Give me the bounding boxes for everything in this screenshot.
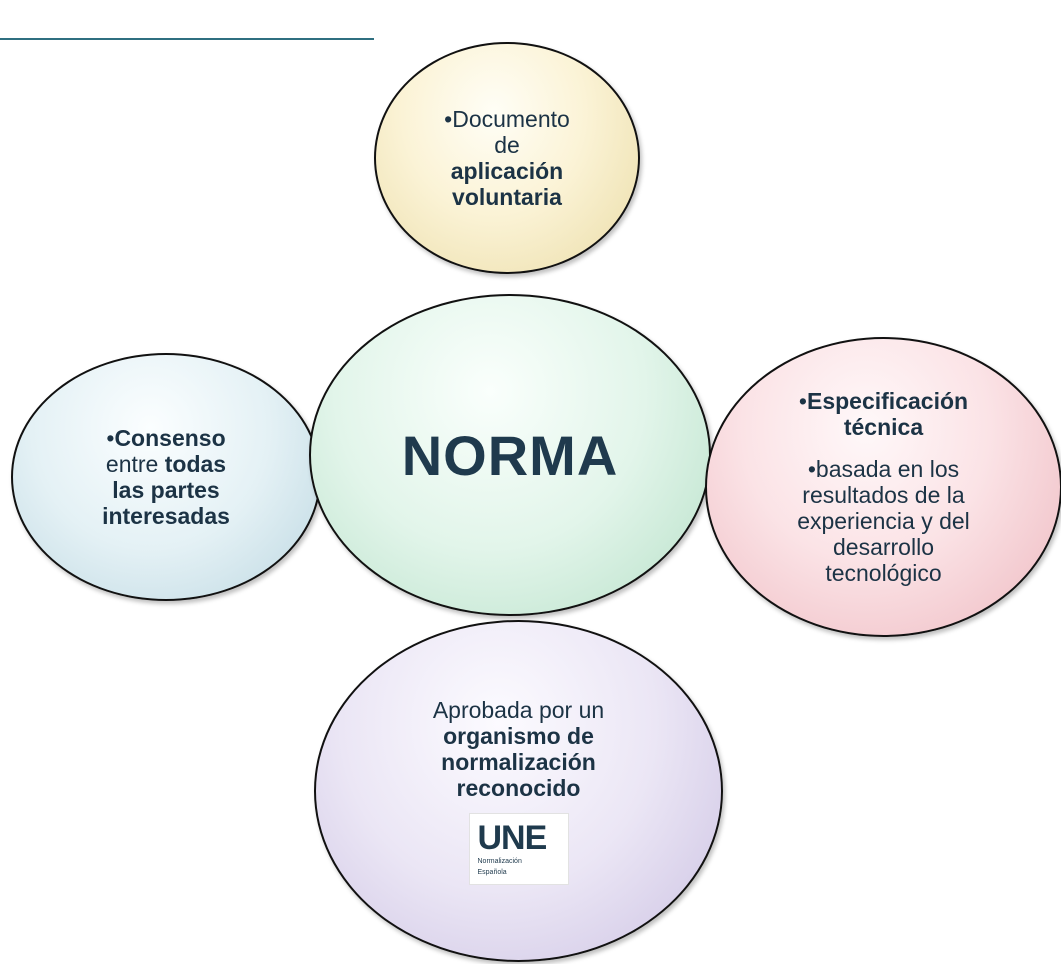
right-heading-1-line: •Especificación	[799, 388, 968, 414]
bottom-bold-1: organismo de	[443, 723, 594, 749]
bubble-approved-by: Aprobada por un organismo de normalizaci…	[314, 620, 723, 962]
left-bold-3: las partes	[112, 477, 220, 503]
left-plain-1: entre	[105, 451, 165, 477]
left-bold-4: interesadas	[102, 503, 230, 529]
bubble-norma: NORMA	[309, 294, 711, 616]
left-bullet: •	[106, 425, 115, 451]
right-body-2: resultados de la	[802, 482, 965, 508]
right-body-3: experiencia y del	[797, 508, 970, 534]
right-body-1: •basada en los	[807, 456, 960, 482]
une-logo: UNE Normalización Española	[468, 813, 569, 885]
right-content: •Especificación técnica •basada en los r…	[797, 388, 970, 586]
center-title: NORMA	[401, 423, 619, 487]
left-line-1: •Consenso	[106, 425, 225, 451]
top-bold-2: voluntaria	[452, 184, 562, 210]
top-divider-line	[0, 38, 374, 40]
bottom-plain-1: Aprobada por un	[432, 697, 605, 723]
left-line-2: entre todas	[106, 451, 226, 477]
bottom-bold-2: normalización	[441, 749, 596, 775]
une-logo-sub-2: Española	[477, 869, 507, 876]
bottom-bold-3: reconocido	[456, 775, 581, 801]
right-body-4: desarrollo	[832, 534, 934, 560]
bubble-voluntary-document: •Documento de aplicación voluntaria	[374, 42, 640, 274]
right-heading-1: Especificación	[806, 388, 969, 414]
top-line-1: •Documento	[444, 106, 570, 132]
right-heading-2: técnica	[843, 414, 924, 440]
une-logo-sub-1: Normalización	[477, 858, 522, 865]
right-body-5: tecnológico	[825, 560, 942, 586]
une-logo-mark: UNE	[477, 819, 548, 857]
bubble-technical-spec: •Especificación técnica •basada en los r…	[705, 337, 1061, 637]
top-bold-1: aplicación	[450, 158, 564, 184]
left-bold-1: Consenso	[114, 425, 226, 451]
bubble-consensus: •Consenso entre todas las partes interes…	[11, 353, 321, 601]
right-bullet: •	[798, 388, 807, 414]
left-bold-2: todas	[164, 451, 227, 477]
top-line-2: de	[494, 132, 520, 158]
